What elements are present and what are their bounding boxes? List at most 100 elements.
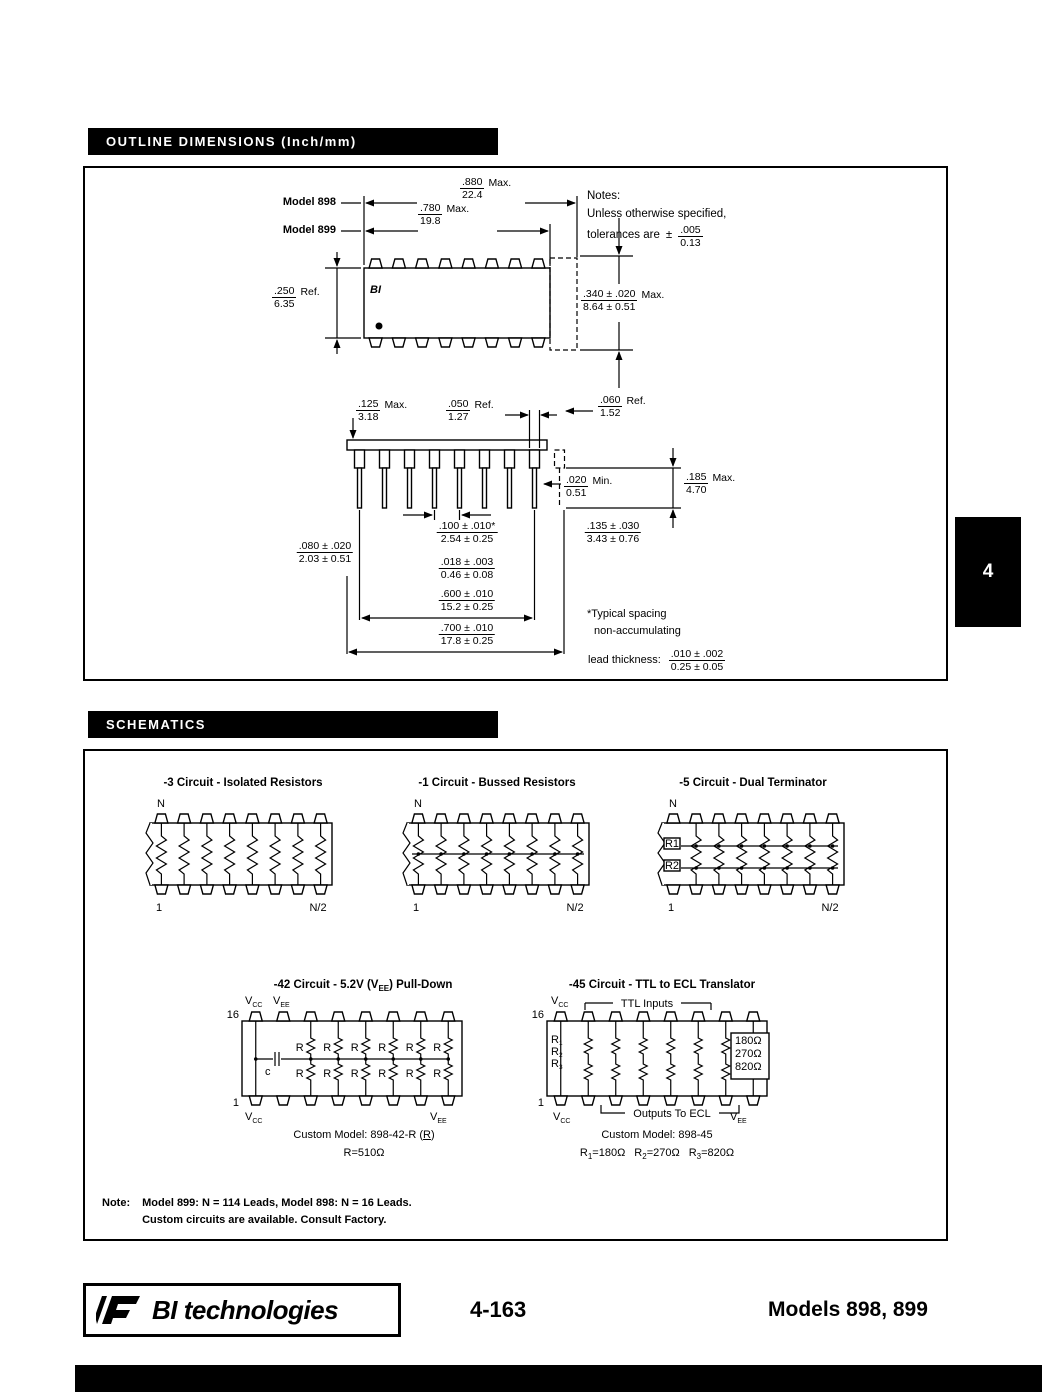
pkg-isolated — [150, 814, 332, 894]
notes-line1: Unless otherwise specified, — [587, 207, 727, 220]
outline-dimensions-panel: BI — [83, 166, 948, 681]
svg-text:R: R — [323, 1068, 331, 1080]
svg-text:180Ω: 180Ω — [735, 1035, 762, 1047]
svg-text:R: R — [406, 1042, 414, 1054]
pkg-45-value-labels: 180Ω 270Ω 820Ω — [735, 1035, 762, 1073]
page-section-tab-number: 4 — [982, 561, 994, 582]
bi-logo-glyph — [96, 1296, 140, 1324]
schematics-header-label: SCHEMATICS — [106, 717, 206, 732]
page-section-tab: 4 — [955, 517, 1021, 627]
svg-text:820Ω: 820Ω — [735, 1061, 762, 1073]
svg-text:c: c — [265, 1066, 271, 1078]
side-view-dimension-lines — [346, 407, 681, 656]
typical-spacing-note: *Typical spacing non-accumulating — [587, 608, 681, 638]
svg-text:VCC: VCC — [551, 995, 568, 1009]
outline-dimensions-header: OUTLINE DIMENSIONS (Inch/mm) — [88, 128, 498, 155]
pkg-42-junctions — [253, 1057, 451, 1061]
notes-title: Notes: — [587, 190, 621, 202]
pkg-45-pin-labels: 16 1 VCC VCC VEE TTL Inputs Outputs To E… — [532, 995, 747, 1125]
svg-text:R: R — [433, 1042, 441, 1054]
schematic-45-custom-model: Custom Model: 898-45 — [601, 1129, 713, 1141]
svg-text:R2: R2 — [551, 1046, 563, 1059]
schematic-3-title: -3 Circuit - Isolated Resistors — [163, 777, 323, 789]
svg-text:N/2: N/2 — [566, 902, 583, 914]
svg-text:1: 1 — [413, 902, 419, 914]
svg-text:N: N — [157, 798, 165, 810]
svg-text:TTL Inputs: TTL Inputs — [621, 998, 674, 1010]
note-line1: Model 899: N = 114 Leads, Model 898: N =… — [142, 1197, 412, 1209]
svg-text:270Ω: 270Ω — [735, 1048, 762, 1060]
notes-block: Notes: Unless otherwise specified, toler… — [587, 188, 726, 249]
svg-text:R: R — [351, 1068, 359, 1080]
svg-text:1: 1 — [156, 902, 162, 914]
svg-text:R1: R1 — [551, 1034, 563, 1047]
note-line2: Custom circuits are available. Consult F… — [142, 1213, 387, 1226]
pkg-dual-junctions — [694, 844, 835, 870]
r1-box — [663, 837, 681, 850]
pkg-45-wiring — [560, 1002, 754, 1114]
dip-side-view — [346, 439, 566, 509]
svg-text:VEE: VEE — [430, 1111, 447, 1125]
brand-logo-box: BI technologies — [83, 1283, 401, 1337]
schematics-panel: R1 R2 N 1 N/2 N 1 N/2 N 1 N/2 — [83, 749, 948, 1241]
pkg-bussed-junctions — [416, 852, 580, 856]
svg-text:VCC: VCC — [553, 1111, 570, 1125]
schematic-42-custom-model: Custom Model: 898-42-R (R) — [293, 1129, 435, 1141]
svg-text:N/2: N/2 — [821, 902, 838, 914]
svg-text:VCC: VCC — [245, 995, 262, 1009]
schematic-42-title: -42 Circuit - 5.2V (VEE) Pull-Down — [273, 979, 453, 993]
svg-text:1: 1 — [538, 1097, 544, 1109]
pkg-45-r-labels: R1 R2 R3 — [551, 1034, 563, 1071]
outline-drawing: BI — [325, 196, 681, 656]
outline-dimensions-header-label: OUTLINE DIMENSIONS (Inch/mm) — [106, 134, 357, 149]
pkg-42-pin-labels: 16 1 VCC VEE VCC VEE — [227, 995, 447, 1125]
svg-text:VCC: VCC — [245, 1111, 262, 1125]
svg-text:VEE: VEE — [730, 1111, 747, 1125]
schematic-5-title: -5 Circuit - Dual Terminator — [679, 777, 827, 789]
svg-text:N: N — [414, 798, 422, 810]
svg-text:R: R — [323, 1042, 331, 1054]
svg-text:VEE: VEE — [273, 995, 290, 1009]
pin1-indicator-dot — [375, 322, 383, 330]
package-break-symbols — [145, 822, 666, 886]
svg-text:R: R — [433, 1068, 441, 1080]
svg-text:16: 16 — [227, 1009, 239, 1021]
note-label: Note: — [102, 1197, 131, 1209]
schematic-42-r-value: R=510Ω — [343, 1147, 385, 1159]
svg-text:R: R — [351, 1042, 359, 1054]
schematics-header: SCHEMATICS — [88, 711, 498, 738]
r2-label: R2 — [665, 860, 679, 872]
svg-text:R: R — [406, 1068, 414, 1080]
schematic-1-title: -1 Circuit - Bussed Resistors — [418, 777, 576, 789]
brand-name: BI technologies — [152, 1294, 339, 1325]
svg-text:R: R — [296, 1042, 304, 1054]
row1-pin-labels: N 1 N/2 N 1 N/2 N 1 N/2 — [156, 798, 839, 914]
svg-text:R: R — [378, 1042, 386, 1054]
svg-text:N: N — [669, 798, 677, 810]
schematics-drawing: R1 R2 N 1 N/2 N 1 N/2 N 1 N/2 — [145, 798, 946, 1125]
svg-text:Outputs To ECL: Outputs To ECL — [633, 1108, 710, 1120]
bottom-bar — [75, 1365, 1042, 1392]
svg-text:16: 16 — [532, 1009, 544, 1021]
models-label: Models 898, 899 — [768, 1298, 928, 1321]
pkg-45-values-box — [730, 1032, 770, 1080]
svg-text:N/2: N/2 — [309, 902, 326, 914]
svg-text:R3: R3 — [551, 1058, 563, 1071]
page-number: 4-163 — [470, 1297, 527, 1322]
